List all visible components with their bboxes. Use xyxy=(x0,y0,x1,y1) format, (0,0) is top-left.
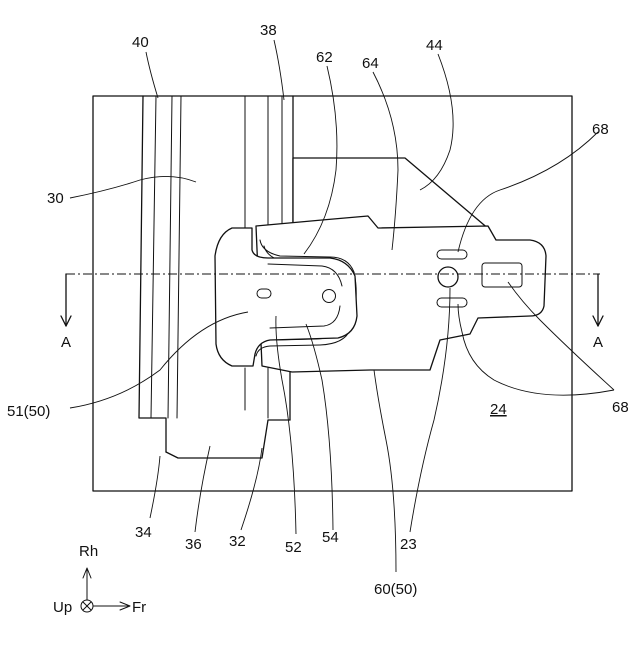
axis-label-rh: Rh xyxy=(79,543,98,560)
label-54: 54 xyxy=(322,529,339,546)
label-34: 34 xyxy=(135,524,152,541)
axis-label-up: Up xyxy=(53,599,72,616)
label-24: 24 xyxy=(490,401,507,418)
label-36: 36 xyxy=(185,536,202,553)
label-51-50: 51(50) xyxy=(7,403,50,420)
label-68-top: 68 xyxy=(592,121,609,138)
label-64: 64 xyxy=(362,55,379,72)
section-label-right: A xyxy=(593,334,603,351)
label-52: 52 xyxy=(285,539,302,556)
section-arrow-right xyxy=(593,274,603,326)
section-arrow-left xyxy=(61,274,71,326)
label-40: 40 xyxy=(132,34,149,51)
label-30: 30 xyxy=(47,190,64,207)
label-44: 44 xyxy=(426,37,443,54)
orientation-legend xyxy=(81,568,130,612)
label-38: 38 xyxy=(260,22,277,39)
label-60-50: 60(50) xyxy=(374,581,417,598)
label-68-bottom: 68 xyxy=(612,399,629,416)
axis-label-fr: Fr xyxy=(132,599,146,616)
label-62: 62 xyxy=(316,49,333,66)
label-32: 32 xyxy=(229,533,246,550)
label-23: 23 xyxy=(400,536,417,553)
section-label-left: A xyxy=(61,334,71,351)
